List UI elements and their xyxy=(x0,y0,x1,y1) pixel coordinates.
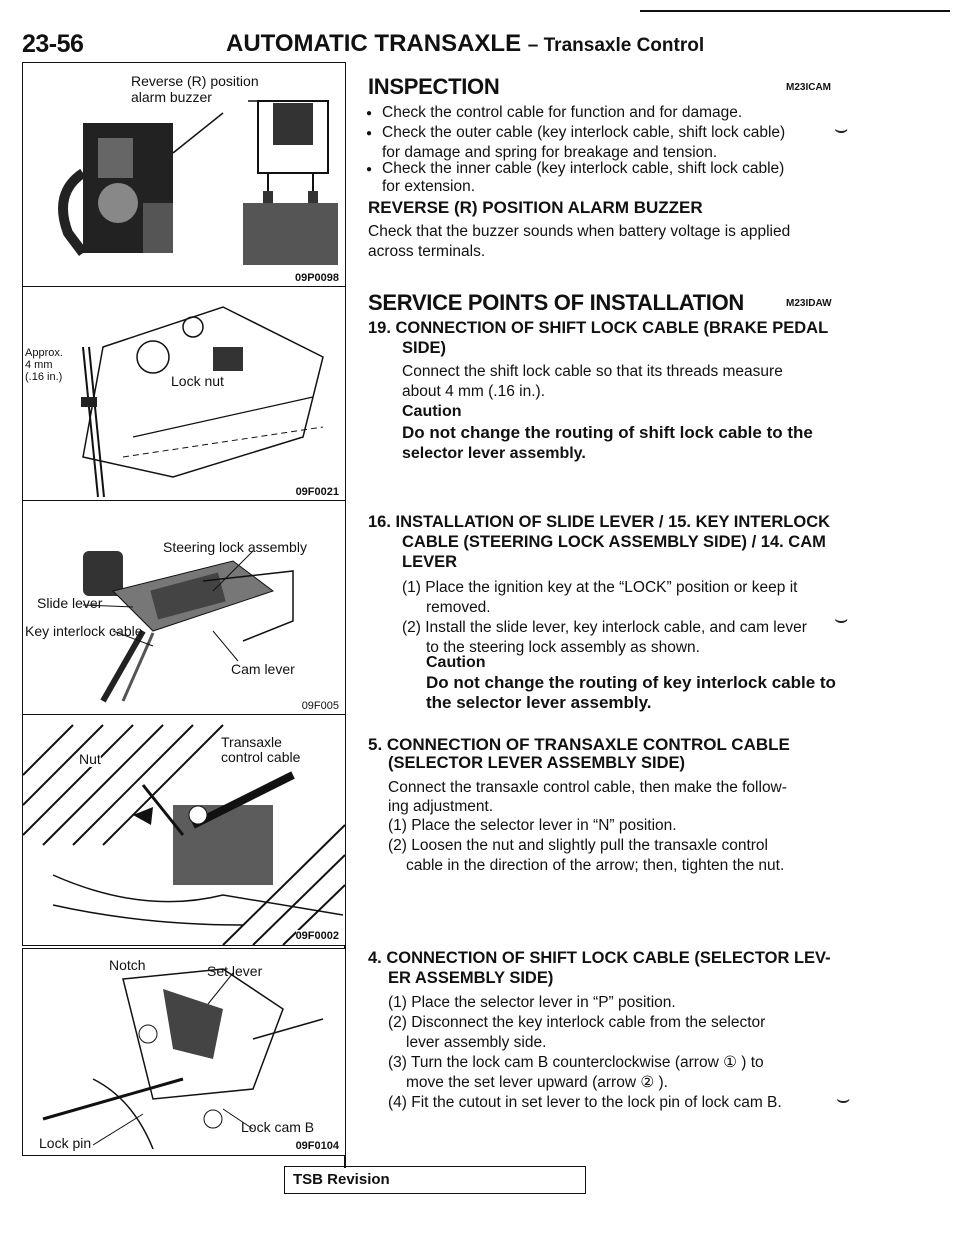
step-16-caution-2: the selector lever assembly. xyxy=(426,693,652,712)
bullet-dot: ● xyxy=(366,164,373,175)
tsb-revision-box: TSB Revision xyxy=(284,1166,586,1194)
figure-transaxle-cable: Nut Transaxle control cable 09F0002 xyxy=(22,714,345,946)
label-slide-lever: Slide lever xyxy=(37,595,103,611)
step-19-caution-1: Do not change the routing of shift lock … xyxy=(402,423,813,442)
inspection-code: M23ICAM xyxy=(786,82,832,93)
label-transaxle-cable: Transaxle control cable xyxy=(221,734,301,765)
inspection-heading: INSPECTION xyxy=(368,74,500,99)
label-set-lever: Set lever xyxy=(207,963,263,979)
figure-code: 09F005 xyxy=(301,700,339,712)
brake-pedal-illustration xyxy=(81,306,324,498)
inspection-bullet-2: Check the outer cable (key interlock cab… xyxy=(382,124,786,141)
step-16-title-2: CABLE (STEERING LOCK ASSEMBLY SIDE) / 14… xyxy=(402,533,826,551)
step-5-text-1: Connect the transaxle control cable, the… xyxy=(388,779,787,796)
label-key-interlock: Key interlock cable xyxy=(25,623,143,639)
step-4-p1: (1) Place the selector lever in “P” posi… xyxy=(388,994,676,1011)
title-main: AUTOMATIC TRANSAXLE xyxy=(226,30,522,57)
step-19-caution-2: selector lever assembly. xyxy=(402,445,586,462)
margin-mark: ⌣ xyxy=(834,116,849,141)
figure-code: 09F0021 xyxy=(295,486,339,498)
header-rule xyxy=(640,10,950,12)
step-16-p1b: removed. xyxy=(426,599,491,616)
figure-alarm-buzzer: Reverse (R) position alarm buzzer 09P009… xyxy=(22,62,345,288)
step-4-title-2: ER ASSEMBLY SIDE) xyxy=(388,969,554,987)
step-4-p3a: (3) Turn the lock cam B counterclockwise… xyxy=(388,1054,764,1071)
buzzer-illustration xyxy=(58,100,338,265)
figure-code: 09F0104 xyxy=(295,1140,339,1152)
label-cam-lever: Cam lever xyxy=(231,661,295,677)
label-nut: Nut xyxy=(79,751,101,767)
step-16-caution: Caution xyxy=(426,654,486,671)
step-19-text-2: about 4 mm (.16 in.). xyxy=(402,383,546,400)
label-buzzer: Reverse (R) position alarm buzzer xyxy=(131,73,259,105)
figure-code: 09F0002 xyxy=(295,930,339,942)
figure-code: 09P0098 xyxy=(294,272,339,284)
buzzer-heading: REVERSE (R) POSITION ALARM BUZZER xyxy=(368,198,703,217)
service-heading: SERVICE POINTS OF INSTALLATION xyxy=(368,290,745,315)
buzzer-text-1: Check that the buzzer sounds when batter… xyxy=(368,223,791,240)
step-5-title-1: 5. CONNECTION OF TRANSAXLE CONTROL CABLE xyxy=(368,735,790,754)
column-divider xyxy=(344,62,346,1168)
buzzer-text-2: across terminals. xyxy=(368,243,486,260)
step-16-caution-1: Do not change the routing of key interlo… xyxy=(426,673,836,692)
step-4-p3b: move the set lever upward (arrow ② ). xyxy=(406,1074,668,1091)
service-code: M23IDAW xyxy=(786,298,832,309)
label-steering-lock: Steering lock assembly xyxy=(163,539,307,555)
figure-selector-lever: Notch Set lever Lock cam B Lock pin 09F0… xyxy=(22,948,345,1156)
figure-shift-lock-brake: Approx. 4 mm (.16 in.) Lock nut 09F0021 xyxy=(22,286,345,502)
step-16-title-1: 16. INSTALLATION OF SLIDE LEVER / 15. KE… xyxy=(368,513,831,531)
bullet-dot: ● xyxy=(366,108,373,119)
selector-lever-illustration xyxy=(42,968,324,1150)
step-16-p2b: to the steering lock assembly as shown. xyxy=(426,639,700,656)
step-4-p2a: (2) Disconnect the key interlock cable f… xyxy=(388,1014,766,1031)
step-4-title-1: 4. CONNECTION OF SHIFT LOCK CABLE (SELEC… xyxy=(368,949,831,967)
step-19-title-2: SIDE) xyxy=(402,339,447,357)
margin-mark: ⌣ xyxy=(834,606,849,631)
page-title: AUTOMATIC TRANSAXLE – Transaxle Control xyxy=(226,30,704,58)
step-5-p2b: cable in the direction of the arrow; the… xyxy=(406,857,785,874)
step-5-title-2: (SELECTOR LEVER ASSEMBLY SIDE) xyxy=(388,754,686,772)
step-4-p2b: lever assembly side. xyxy=(406,1034,547,1051)
step-16-title-3: LEVER xyxy=(402,553,458,571)
title-sub: – Transaxle Control xyxy=(527,35,705,56)
inspection-bullet-3-cont: for extension. xyxy=(382,178,476,195)
figure-steering-lock: Steering lock assembly Slide lever Key i… xyxy=(22,500,345,716)
inspection-bullet-3: Check the inner cable (key interlock cab… xyxy=(382,160,785,177)
inspection-bullet-2-cont: for damage and spring for breakage and t… xyxy=(382,144,718,161)
label-lock-nut: Lock nut xyxy=(171,373,224,389)
margin-mark: ⌣ xyxy=(836,1086,851,1111)
label-lock-cam: Lock cam B xyxy=(241,1119,315,1135)
label-approx: Approx. 4 mm (.16 in.) xyxy=(25,347,63,383)
step-4-p4: (4) Fit the cutout in set lever to the l… xyxy=(388,1094,782,1111)
bullet-dot: ● xyxy=(366,128,373,139)
step-5-p2a: (2) Loosen the nut and slightly pull the… xyxy=(388,837,768,854)
steering-lock-illustration xyxy=(82,550,294,703)
page-number: 23-56 xyxy=(22,30,84,58)
label-lock-pin: Lock pin xyxy=(39,1135,92,1151)
label-notch: Notch xyxy=(109,957,146,973)
inspection-bullet-1: Check the control cable for function and… xyxy=(382,104,743,121)
step-19-text-1: Connect the shift lock cable so that its… xyxy=(402,363,783,380)
step-5-text-2: ing adjustment. xyxy=(388,798,494,815)
transaxle-illustration xyxy=(23,724,345,945)
step-19-title-1: 19. CONNECTION OF SHIFT LOCK CABLE (BRAK… xyxy=(368,319,829,337)
step-19-caution: Caution xyxy=(402,403,462,420)
step-16-p2a: (2) Install the slide lever, key interlo… xyxy=(402,619,807,636)
tsb-revision-label: TSB Revision xyxy=(293,1171,390,1188)
step-16-p1a: (1) Place the ignition key at the “LOCK”… xyxy=(402,579,798,596)
step-5-p1: (1) Place the selector lever in “N” posi… xyxy=(388,817,677,834)
